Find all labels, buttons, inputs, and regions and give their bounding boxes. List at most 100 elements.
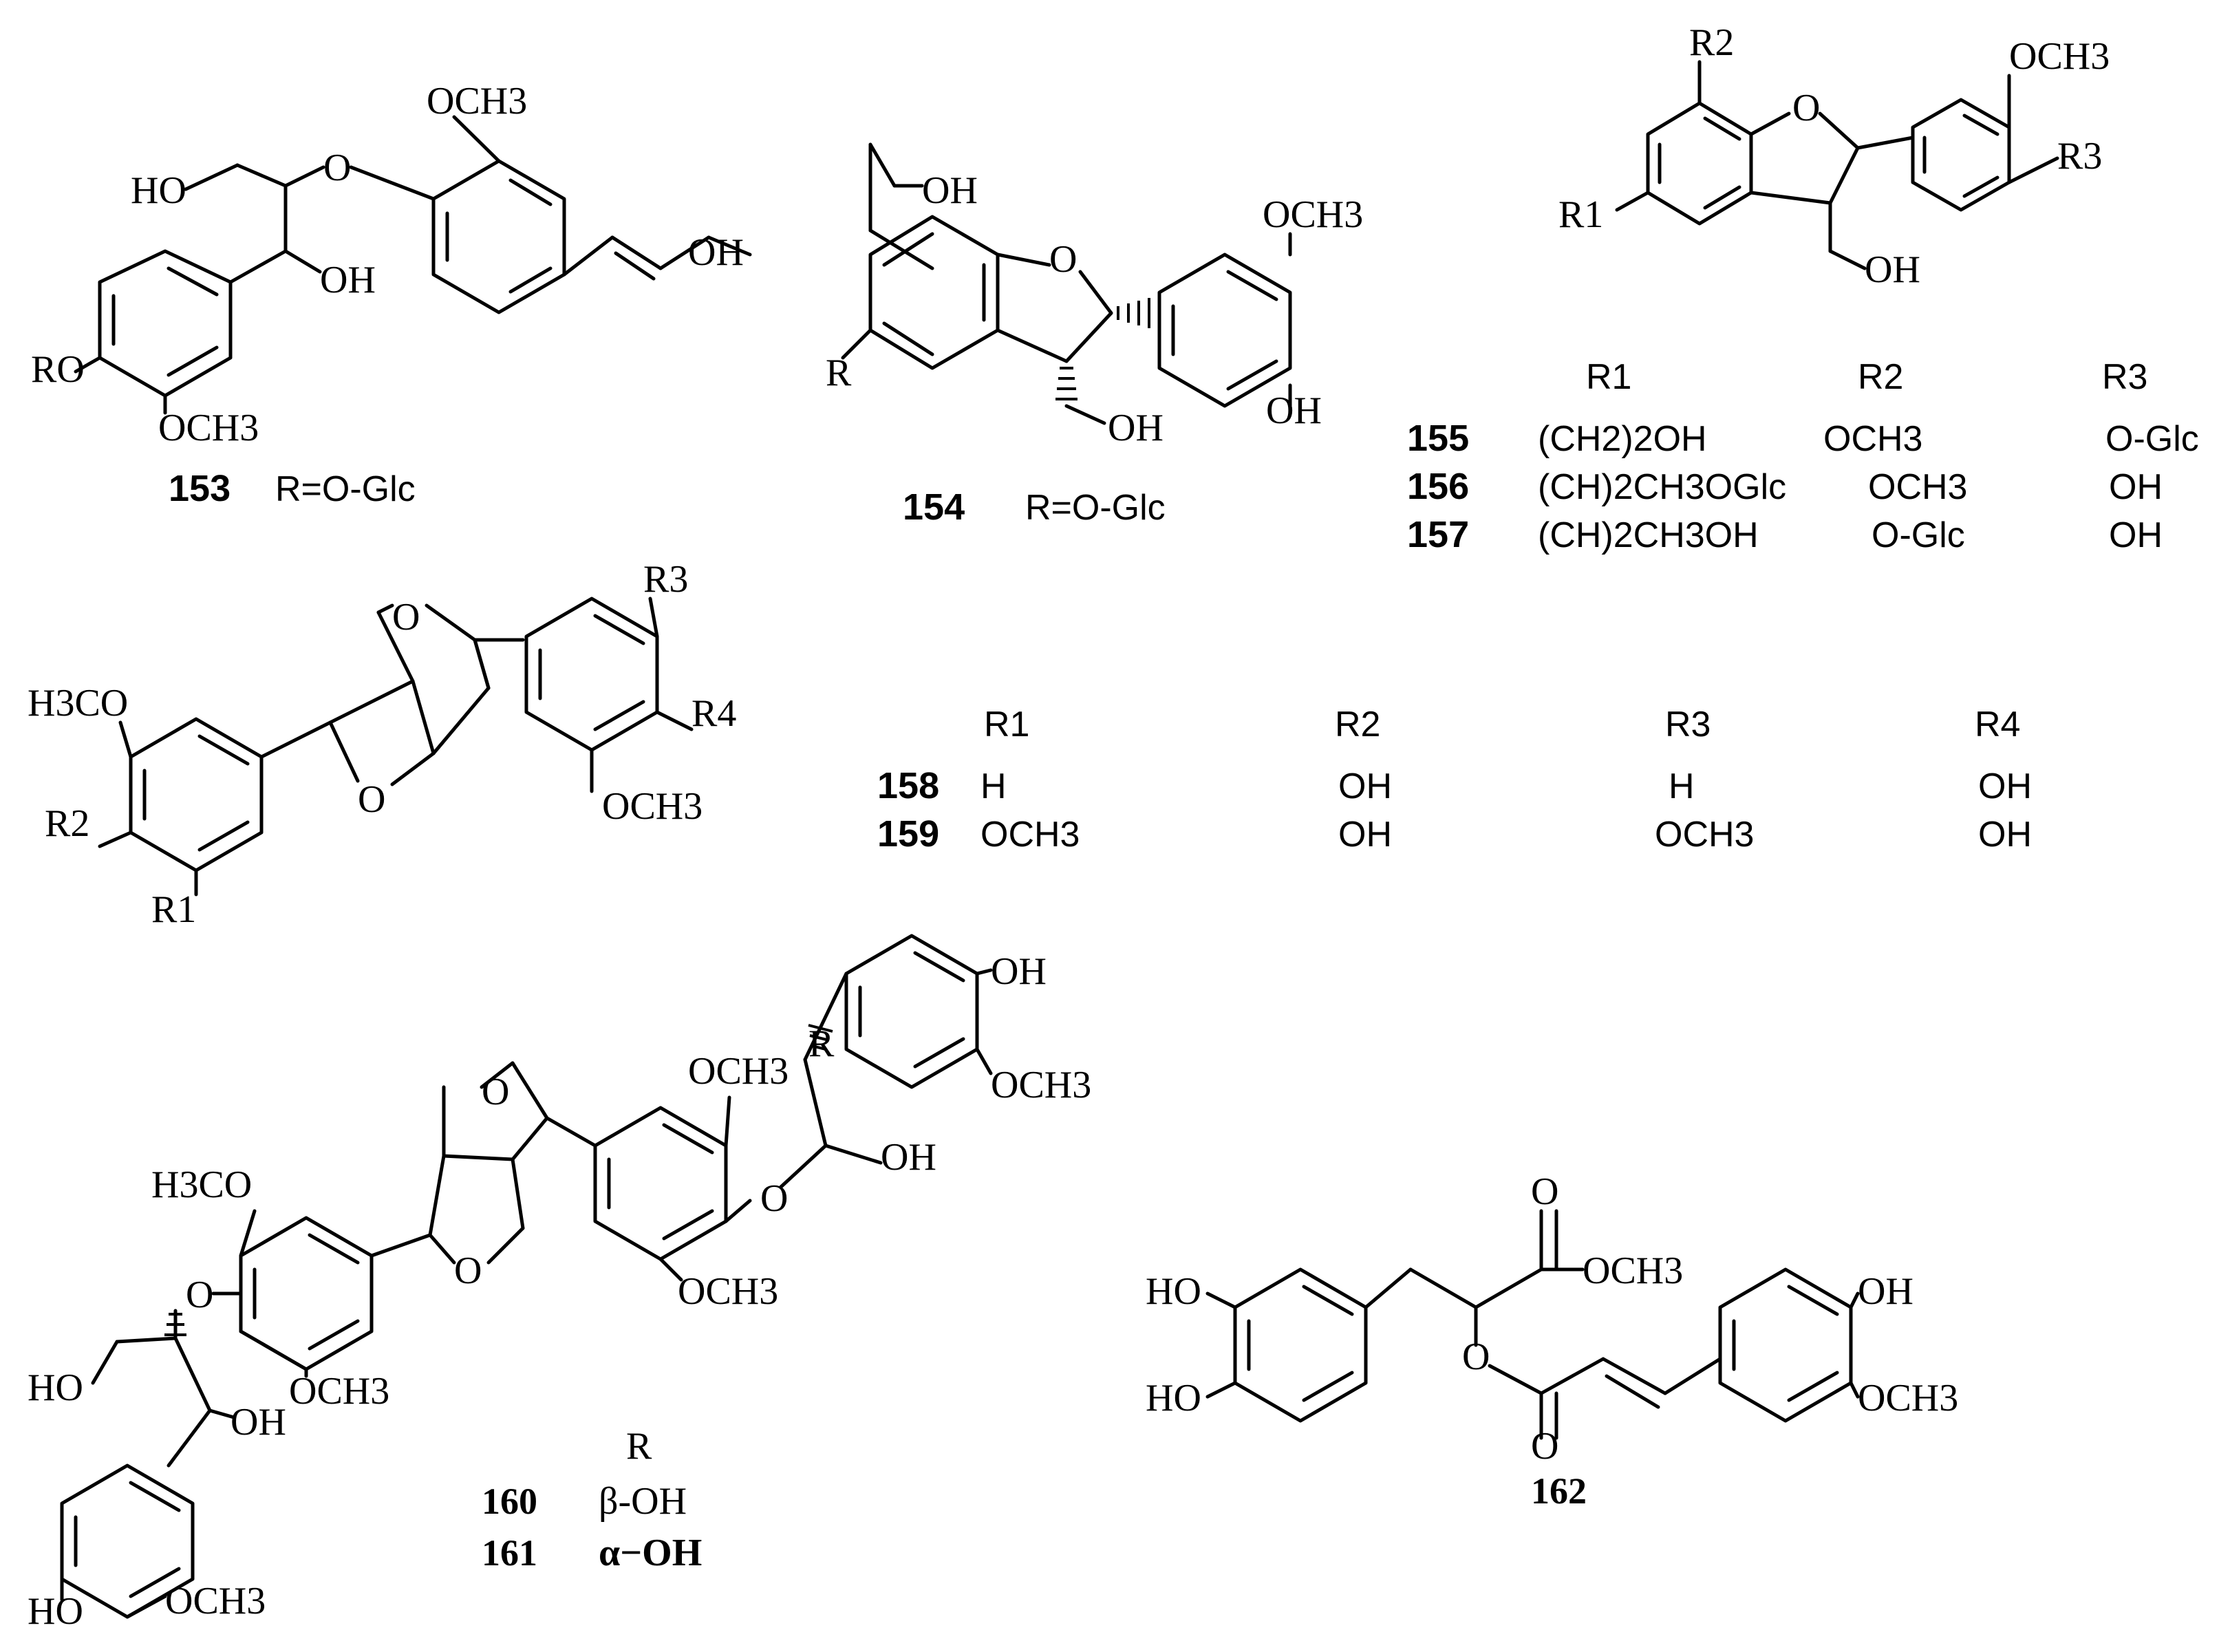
table-header-r1: R1	[984, 705, 1029, 744]
atom-oh: OH	[922, 169, 978, 212]
compound-number: 158	[877, 765, 939, 806]
cell-r3: OH	[2109, 515, 2163, 555]
atom-r1: R1	[151, 888, 196, 931]
table-row: 155 (CH2)2OH OCH3 O-Glc	[1407, 418, 2199, 459]
atom-o-top: O	[392, 596, 420, 639]
table-header-r3: R3	[1665, 705, 1711, 744]
cell-r1: (CH)2CH3OH	[1538, 515, 1759, 555]
table-row: 156 (CH)2CH3OGlc OCH3 OH	[1407, 466, 2163, 507]
atom-ho: HO	[131, 169, 186, 212]
atom-o-ring: O	[1049, 238, 1077, 281]
atom-och3: OCH3	[289, 1370, 389, 1413]
atom-ho: HO	[1146, 1270, 1201, 1313]
table-row: 159 OCH3 OH OCH3 OH	[877, 813, 2032, 855]
atom-r1: R1	[1558, 193, 1603, 236]
compound-number: 162	[1531, 1470, 1587, 1512]
atom-o: O	[1531, 1170, 1558, 1213]
atom-h3co: H3CO	[151, 1163, 252, 1206]
atom-oh-ring: OH	[1266, 389, 1322, 432]
compound-number: 156	[1407, 466, 1469, 507]
table-header-r3: R3	[2102, 357, 2147, 397]
atom-ho: HO	[28, 1590, 83, 1633]
atom-o: O	[1531, 1425, 1558, 1468]
atom-ro: RO	[31, 348, 85, 391]
cell-r3: OCH3	[1655, 815, 1754, 855]
compound-number: 157	[1407, 514, 1469, 555]
cell-r2: OH	[1338, 766, 1392, 806]
table-header-r2: R2	[1335, 705, 1380, 744]
atom-och3: OCH3	[158, 407, 259, 449]
cell-r3: O-Glc	[2105, 419, 2199, 459]
compound-162: O OCH3 OH HO O HO OCH3 O 162	[1146, 1170, 1958, 1512]
cell-r3: H	[1669, 766, 1695, 806]
atom-r3: R3	[643, 558, 688, 601]
atom-ho: HO	[28, 1366, 83, 1409]
table-row: 157 (CH)2CH3OH O-Glc OH	[1407, 514, 2163, 555]
atom-och3: OCH3	[678, 1270, 778, 1313]
cell-r3: OH	[2109, 467, 2163, 507]
atom-oh: OH	[1865, 248, 1920, 291]
atom-och3: OCH3	[1858, 1377, 1958, 1419]
atom-och3: OCH3	[991, 1064, 1091, 1106]
table-header-r1: R1	[1586, 357, 1631, 397]
atom-r: R	[826, 352, 852, 394]
atom-h3co: H3CO	[28, 682, 128, 725]
atom-o-ether: O	[323, 147, 351, 189]
cell-r1: (CH)2CH3OGlc	[1538, 467, 1786, 507]
cell-r2: O-Glc	[1872, 515, 1965, 555]
atom-och3: OCH3	[427, 80, 527, 122]
atom-och3-ester: OCH3	[1583, 1249, 1683, 1292]
compound-number: 159	[877, 813, 939, 855]
atom-oh: OH	[991, 950, 1047, 993]
atom-r-stereo: R	[808, 1022, 835, 1065]
atom-och3: OCH3	[1263, 193, 1363, 236]
table-row: 158 H OH H OH	[877, 765, 2032, 806]
atom-oh: OH	[230, 1401, 286, 1444]
atom-o-bottom: O	[358, 778, 385, 821]
atom-o-link: O	[760, 1177, 788, 1220]
compound-155-157: R2 O OCH3 R3 R1 OH R1 R2 R3 155 (CH2)2OH…	[1407, 21, 2199, 555]
atom-och3: OCH3	[2009, 35, 2110, 78]
atom-r3: R3	[2057, 135, 2102, 178]
atom-r4: R4	[691, 692, 736, 735]
atom-oh: OH	[881, 1136, 936, 1179]
substituent-caption: R=O-Glc	[1025, 488, 1166, 528]
atom-o-ring: O	[1792, 87, 1820, 129]
cell-r2: OCH3	[1823, 419, 1922, 459]
atom-o-ester: O	[1462, 1335, 1490, 1378]
compound-153: OCH3 HO O OH OH RO OCH3 153 R=O-Glc	[31, 80, 752, 509]
compound-number: 161	[482, 1532, 537, 1574]
atom-oh: OH	[1858, 1270, 1913, 1313]
compound-number: 153	[169, 468, 230, 509]
cell-r2: OH	[1338, 815, 1392, 855]
table-header-r4: R4	[1975, 705, 2020, 744]
atom-oh: OH	[320, 259, 376, 301]
cell-r4: OH	[1978, 766, 2032, 806]
substituent-caption: R=O-Glc	[275, 469, 416, 509]
cell-r1: H	[980, 766, 1007, 806]
compound-158-159: H3CO O R3 R4 R2 O OCH3 R1 R1 R2 R3 R4 15…	[28, 558, 2032, 931]
table-header-r2: R2	[1858, 357, 1903, 397]
cell-r4: OH	[1978, 815, 2032, 855]
compound-number: 155	[1407, 418, 1469, 459]
compound-number: 154	[903, 486, 965, 528]
atom-r2: R2	[45, 802, 89, 845]
atom-ho: HO	[1146, 1377, 1201, 1419]
cell-r2: OCH3	[1868, 467, 1967, 507]
cell-r: α−OH	[599, 1532, 702, 1574]
table-row: 161 α−OH	[482, 1532, 702, 1574]
atom-r2: R2	[1689, 21, 1734, 64]
cell-r: β-OH	[599, 1480, 687, 1523]
compound-number: 160	[482, 1481, 537, 1522]
atom-oh-terminal: OH	[688, 231, 744, 274]
atom-och3: OCH3	[688, 1050, 789, 1093]
atom-oh-ch2: OH	[1108, 407, 1164, 449]
atom-o-bottom: O	[454, 1249, 482, 1292]
atom-o-link: O	[186, 1274, 213, 1316]
cell-r1: (CH2)2OH	[1538, 419, 1707, 459]
atom-o-top: O	[482, 1071, 509, 1113]
compound-154: OH O OCH3 R OH OH 154 R=O-Glc	[826, 142, 1363, 528]
cell-r1: OCH3	[980, 815, 1080, 855]
compound-160-161: OH OCH3 R OCH3 O OH H3CO O O OCH3 O HO O…	[28, 934, 1091, 1633]
